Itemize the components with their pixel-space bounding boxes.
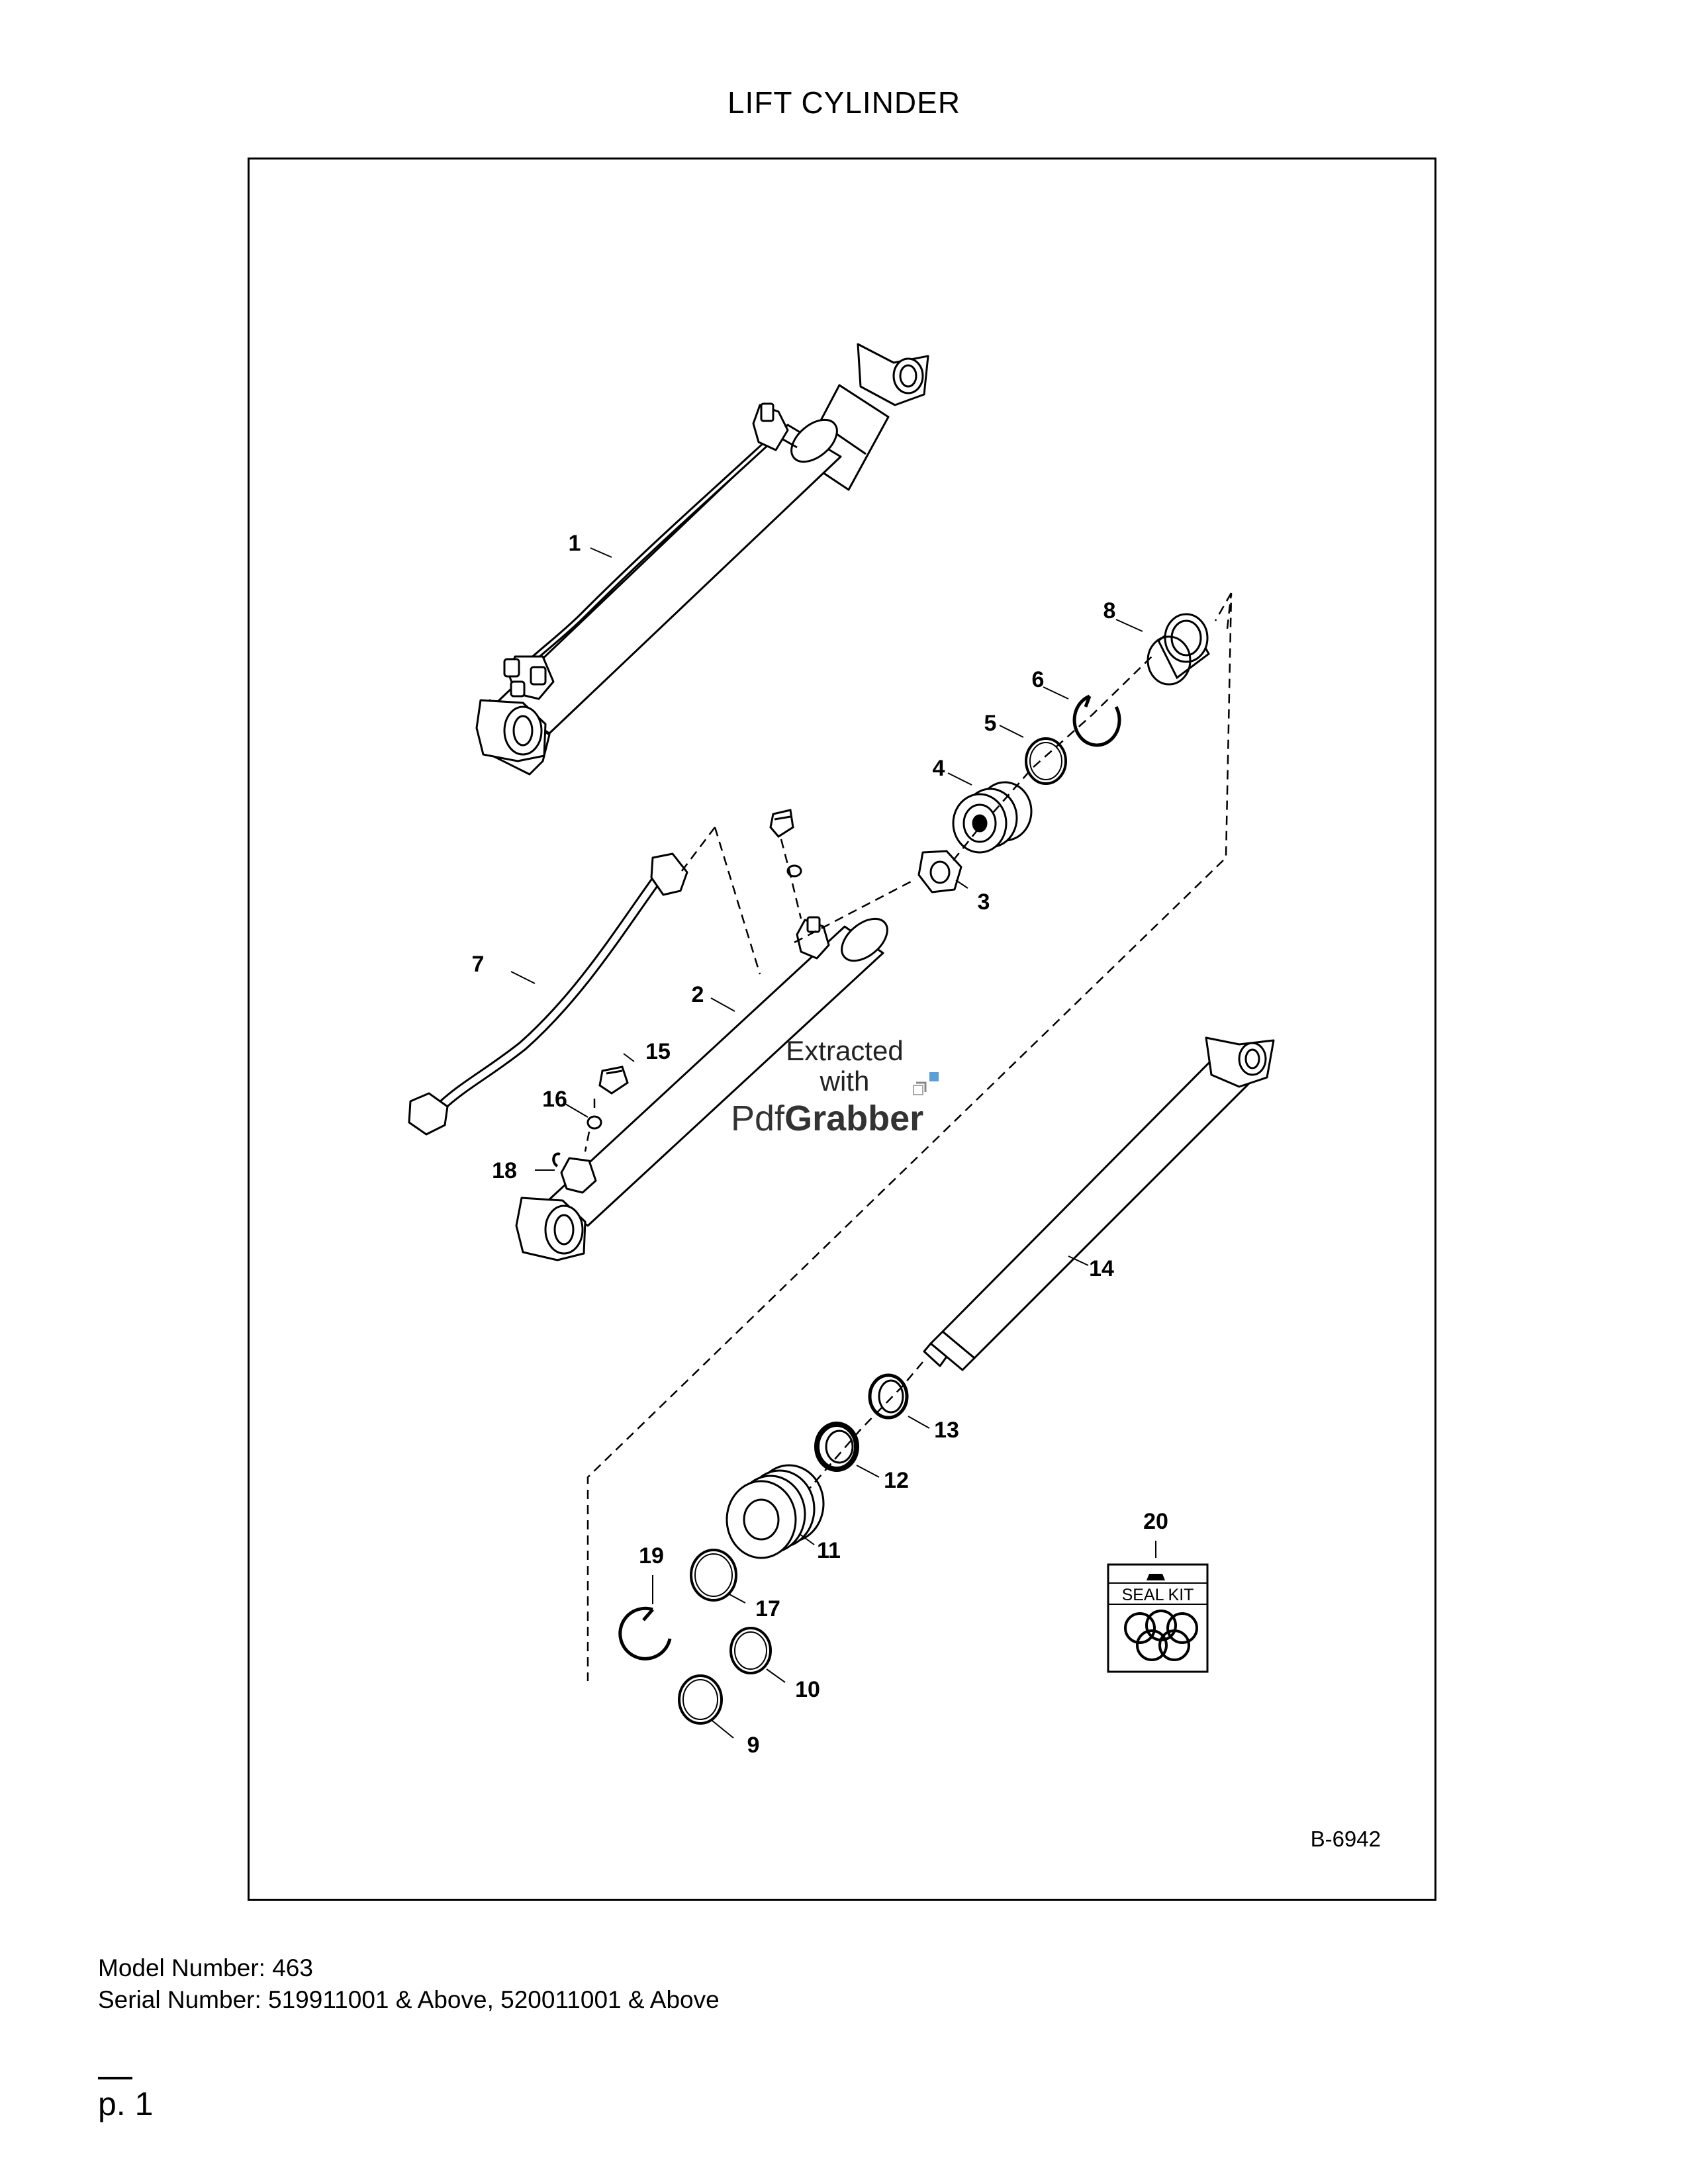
- callout-3: 3: [978, 889, 990, 915]
- part-1-lift-cylinder-assembly: [475, 343, 929, 776]
- watermark-line2: with: [820, 1066, 870, 1097]
- callout-14: 14: [1089, 1256, 1114, 1281]
- part-15-plug: [598, 1066, 629, 1095]
- part-17-ring: [690, 1549, 737, 1602]
- part-11-head: [726, 1464, 825, 1559]
- callout-1: 1: [569, 531, 581, 556]
- upper-plug: [769, 809, 794, 838]
- callout-9: 9: [747, 1733, 760, 1758]
- part-2-barrel: [515, 916, 888, 1261]
- watermark-brand-light: Pdf: [731, 1099, 785, 1138]
- page-title: LIFT CYLINDER: [727, 85, 961, 120]
- assembly-dashed-lines: [584, 592, 1233, 1681]
- page-number: p. 1: [98, 2085, 154, 2122]
- part-14-rod: [923, 1036, 1275, 1371]
- part-12-seal: [814, 1422, 859, 1472]
- callout-numbers: 1 8 6 5 4 3 7 2 15 16 18 14 13 12 11 19 …: [472, 531, 1168, 1758]
- leader-lines: [510, 547, 1156, 1739]
- page-rule-divider: [98, 2077, 132, 2079]
- watermark-line1: Extracted: [786, 1035, 903, 1066]
- callout-20: 20: [1143, 1509, 1168, 1534]
- part-13-ring: [868, 1373, 909, 1420]
- callout-13: 13: [934, 1418, 959, 1443]
- part-8-bushing: [1147, 613, 1210, 686]
- model-number: Model Number: 463: [98, 1954, 313, 1981]
- callout-10: 10: [795, 1677, 820, 1702]
- callout-2: 2: [692, 982, 704, 1007]
- callout-17: 17: [755, 1596, 780, 1621]
- watermark-logo-icon: [913, 1072, 939, 1095]
- callout-11: 11: [817, 1538, 841, 1563]
- svg-text:PdfGrabber: PdfGrabber: [731, 1099, 923, 1138]
- part-5-ring: [1025, 737, 1067, 785]
- callout-7: 7: [472, 952, 485, 977]
- callout-6: 6: [1032, 667, 1045, 692]
- drawing-number: B-6942: [1311, 1827, 1381, 1851]
- pdfgrabber-watermark: Extracted with PdfGrabber: [731, 1035, 939, 1138]
- callout-19: 19: [639, 1543, 664, 1569]
- callout-5: 5: [984, 711, 997, 736]
- part-10-ring: [729, 1627, 772, 1674]
- part-4-piston: [952, 781, 1033, 854]
- seal-kit-rings-icon: [1124, 1610, 1198, 1661]
- part-6-snap-ring: [1072, 694, 1121, 747]
- part-16-o-ring: [586, 1115, 602, 1130]
- callout-4: 4: [933, 756, 945, 781]
- diagram-frame: [248, 158, 1436, 1901]
- callout-15: 15: [645, 1039, 671, 1064]
- callout-12: 12: [884, 1468, 909, 1493]
- watermark-brand-bold: Grabber: [784, 1099, 923, 1138]
- callout-18: 18: [492, 1158, 517, 1183]
- part-9-ring: [678, 1674, 723, 1725]
- serial-number: Serial Number: 519911001 & Above, 520011…: [98, 1986, 720, 2013]
- part-3-nut: [917, 850, 962, 893]
- upper-o-ring: [786, 864, 802, 878]
- part-7-hose: [408, 852, 688, 1136]
- callout-8: 8: [1103, 598, 1116, 623]
- part-20-seal-kit: SEAL KIT: [1107, 1563, 1209, 1673]
- callout-16: 16: [542, 1087, 567, 1112]
- part-19-snap-ring: [618, 1606, 672, 1661]
- seal-kit-label: SEAL KIT: [1122, 1586, 1194, 1604]
